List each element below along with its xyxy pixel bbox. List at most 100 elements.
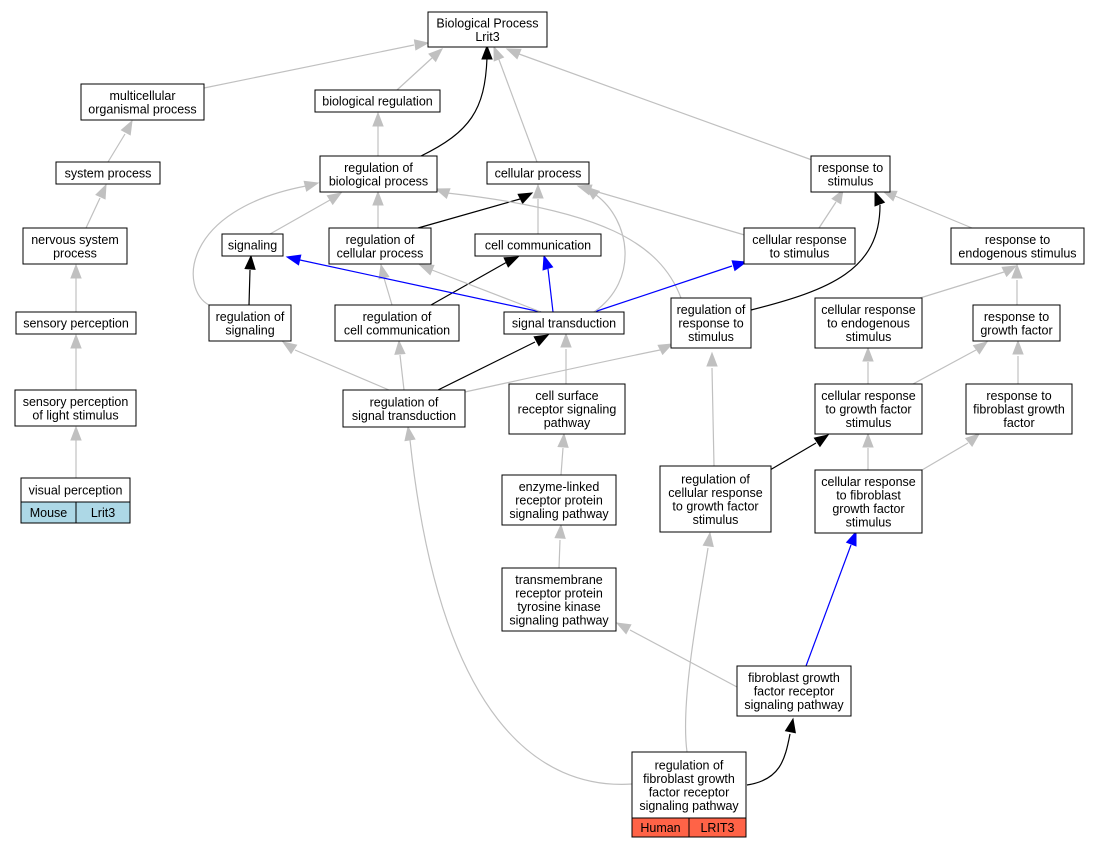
edge-gray xyxy=(396,57,433,91)
edge-layer xyxy=(70,39,1024,786)
node-label-line: enzyme-linked xyxy=(519,480,600,494)
node-box xyxy=(950,227,1085,265)
node-box xyxy=(814,297,923,349)
node-label-line: cell communication xyxy=(344,323,450,337)
node-label-line: transmembrane xyxy=(515,573,603,587)
node-label-line: signal transduction xyxy=(512,317,616,331)
node-label-line: receptor protein xyxy=(515,494,603,508)
node-label-line: to growth factor xyxy=(672,499,758,513)
node-label-line: response to xyxy=(818,161,883,175)
node-label-line: to fibroblast xyxy=(836,488,901,502)
edge-gray xyxy=(590,189,749,237)
arrowhead xyxy=(532,183,544,199)
node-label-line: sensory perception xyxy=(23,317,129,331)
node-label-line: of light stimulus xyxy=(32,408,118,422)
node-box xyxy=(22,227,128,265)
go-term-node-cp[interactable]: cellular process xyxy=(486,161,590,185)
go-term-node-sysp[interactable]: system process xyxy=(55,161,161,185)
arrowhead xyxy=(70,263,82,279)
go-term-node-st[interactable]: signal transduction xyxy=(503,311,625,335)
edge-gray xyxy=(518,53,813,161)
arrowhead xyxy=(874,190,886,207)
node-box xyxy=(972,304,1061,342)
edge-black xyxy=(437,341,536,391)
arrowhead xyxy=(281,341,298,355)
arrowhead xyxy=(285,254,302,266)
go-term-node-breg[interactable]: biological regulation xyxy=(314,89,441,113)
node-box xyxy=(20,477,131,503)
node-label-line: regulation of xyxy=(655,758,724,772)
edge-gray xyxy=(446,192,682,299)
gene-cell xyxy=(75,501,131,524)
node-label-line: response to xyxy=(678,317,743,331)
arrowhead xyxy=(702,531,714,548)
go-term-node-sig[interactable]: signaling xyxy=(221,233,284,257)
arrowhead xyxy=(657,343,674,356)
node-label-line: factor receptor xyxy=(754,685,835,699)
arrowhead xyxy=(831,188,844,205)
go-term-node-sp[interactable]: sensory perception xyxy=(15,311,137,335)
edge-gray xyxy=(919,271,1005,299)
node-label-line: to endogenous xyxy=(827,317,910,331)
node-label-line: cellular process xyxy=(495,167,582,181)
go-term-node-vp[interactable]: visual perception xyxy=(20,477,131,503)
node-label-line: signaling pathway xyxy=(639,799,739,813)
node-box xyxy=(814,469,923,534)
arrowhead xyxy=(845,530,857,547)
node-label-line: biological regulation xyxy=(322,95,433,109)
node-box xyxy=(743,227,856,265)
edge-blue xyxy=(593,265,733,313)
node-box xyxy=(814,383,923,435)
node-box xyxy=(508,383,626,435)
node-label-line: signaling pathway xyxy=(509,507,609,521)
edge-blue xyxy=(547,268,554,313)
arrowhead xyxy=(813,434,830,448)
arrowhead xyxy=(615,622,632,635)
node-box xyxy=(328,227,432,265)
node-box xyxy=(659,465,772,533)
gene-cell-label: Lrit3 xyxy=(91,506,115,520)
edge-gray xyxy=(294,349,390,391)
node-label-line: receptor signaling xyxy=(518,403,617,417)
arrowhead xyxy=(784,717,796,734)
edge-gray xyxy=(497,56,538,163)
node-box xyxy=(14,389,137,427)
node-label-line: sensory perception xyxy=(23,395,129,409)
arrowhead xyxy=(378,263,390,280)
edge-gray xyxy=(558,539,561,569)
species-cell-label: Mouse xyxy=(30,506,68,520)
go-term-node-cc[interactable]: cell communication xyxy=(474,233,602,257)
node-label-line: system process xyxy=(65,167,152,181)
arrowhead xyxy=(731,260,748,272)
node-box xyxy=(80,83,205,121)
edge-gray xyxy=(192,185,307,306)
node-label-line: fibroblast growth xyxy=(643,772,735,786)
edge-gray xyxy=(383,277,393,306)
edge-blue xyxy=(805,544,852,667)
